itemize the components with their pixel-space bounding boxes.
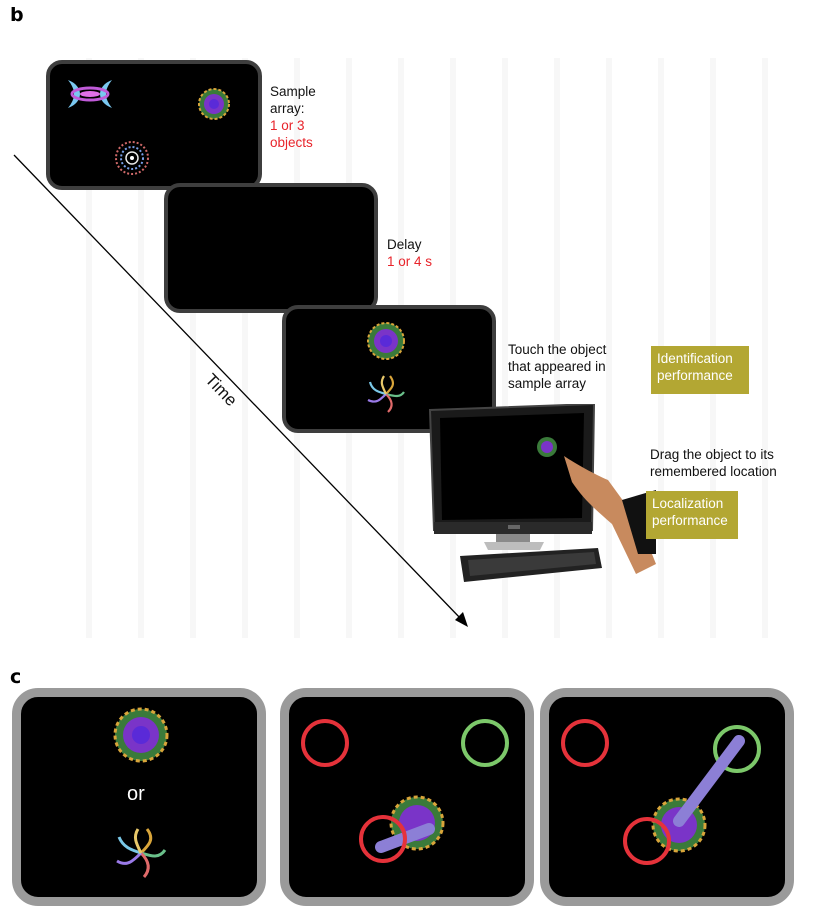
localization-line1: Localization xyxy=(652,496,724,511)
sample-object-bow-icon xyxy=(68,80,112,108)
drag-caption: Drag the object to its remembered locati… xyxy=(650,446,777,480)
touch-caption: Touch the object that appeared in sample… xyxy=(508,341,606,392)
drag-start-screen xyxy=(280,688,534,906)
delay-line1: Delay xyxy=(387,237,422,252)
sample-array-caption: Sample array: 1 or 3 objects xyxy=(270,83,316,151)
localization-badge: Localization performance xyxy=(646,491,738,539)
identification-line1: Identification xyxy=(657,351,733,366)
delay-screen xyxy=(164,183,378,313)
localization-line2: performance xyxy=(652,513,728,528)
panel-c-label: c xyxy=(10,666,22,688)
sample-object-mandala-icon xyxy=(198,88,230,120)
choice-screen: or xyxy=(12,688,266,906)
computer-monitor-illustration xyxy=(428,404,656,582)
sample-count-line2: objects xyxy=(270,135,313,150)
start-ring-icon xyxy=(359,815,407,863)
touch-line3: sample array xyxy=(508,376,587,391)
or-label: or xyxy=(127,783,145,805)
sample-count-line1: 1 or 3 xyxy=(270,118,305,133)
sample-object-wheel-icon xyxy=(115,141,149,175)
touch-object-pinwheel-icon xyxy=(367,375,405,413)
identification-badge: Identification performance xyxy=(651,346,749,394)
choice-mandala-icon xyxy=(113,707,169,763)
red-target-ring-icon xyxy=(561,719,609,767)
touch-line2: that appeared in xyxy=(508,359,606,374)
delay-caption: Delay 1 or 4 s xyxy=(387,236,432,270)
sample-line1: Sample xyxy=(270,84,316,99)
touch-line1: Touch the object xyxy=(508,342,607,357)
choice-pinwheel-icon xyxy=(116,828,167,878)
start-ring-icon xyxy=(623,817,671,865)
drag-path-line xyxy=(673,735,745,827)
drag-line1: Drag the object to its xyxy=(650,447,774,462)
delay-duration: 1 or 4 s xyxy=(387,254,433,269)
green-target-ring-icon xyxy=(461,719,509,767)
sample-array-screen xyxy=(46,60,262,190)
touch-object-mandala-icon xyxy=(367,322,405,360)
drag-end-screen xyxy=(540,688,794,906)
drag-line2: remembered location xyxy=(650,464,777,479)
panel-b-label: b xyxy=(10,4,24,26)
red-target-ring-icon xyxy=(301,719,349,767)
green-target-ring-icon xyxy=(713,725,761,773)
identification-line2: performance xyxy=(657,368,733,383)
sample-line2: array: xyxy=(270,101,305,116)
